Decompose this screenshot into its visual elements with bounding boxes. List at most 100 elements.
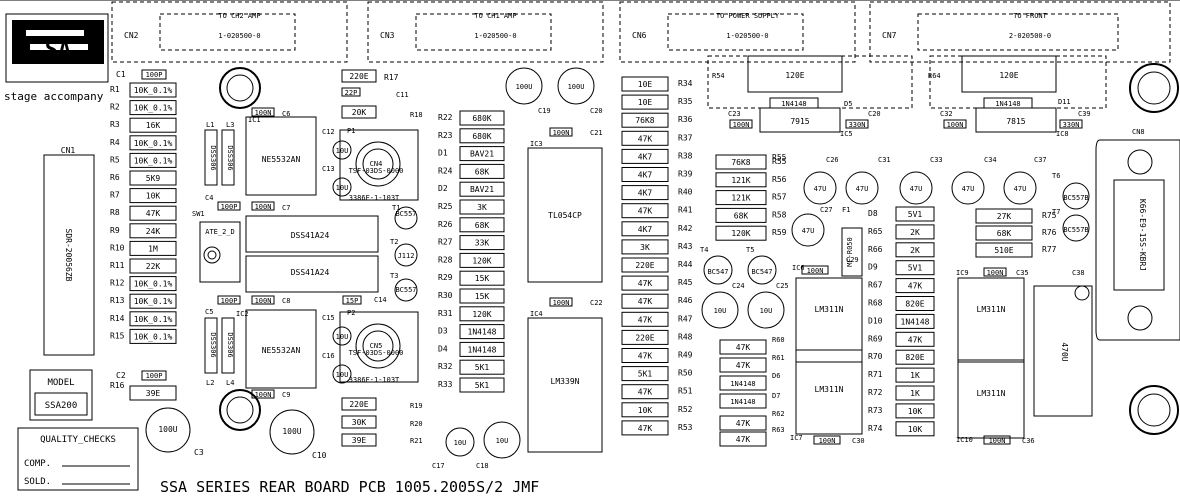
label: 10U <box>336 184 349 192</box>
label: C6 <box>282 110 290 118</box>
label: R66 <box>868 245 883 254</box>
capacitor <box>701 291 739 329</box>
label: 100U <box>568 83 585 91</box>
resistor-body <box>895 349 935 365</box>
resistor-value: 10E <box>638 80 653 89</box>
label: C20 <box>868 110 881 118</box>
label: L1 <box>206 121 214 129</box>
capacitor <box>557 67 595 105</box>
logo-mark: LGT <box>92 25 103 32</box>
label: R55 <box>772 157 787 166</box>
label: 22P <box>345 89 358 97</box>
resistor-body <box>129 188 177 204</box>
resistor-body <box>621 76 669 92</box>
label: DSS306 <box>226 145 234 170</box>
label: DSS41A24 <box>291 268 330 277</box>
connector-inner <box>159 13 296 51</box>
capacitor <box>747 291 785 329</box>
resistor-body <box>719 431 767 447</box>
label: 100N <box>947 121 964 129</box>
resistor-body <box>459 306 505 322</box>
label: DSS306 <box>209 332 217 357</box>
capacitor-pin <box>1074 285 1090 301</box>
connector-inner <box>667 13 804 51</box>
resistor-body <box>129 100 177 116</box>
label: P1 <box>347 127 355 135</box>
logo-frame <box>5 13 109 83</box>
resistor-body <box>719 393 767 409</box>
label: C24 <box>732 282 745 290</box>
transistor <box>1062 214 1090 242</box>
resistor-body <box>719 375 767 391</box>
label: 1K <box>910 389 920 398</box>
cap-box <box>342 295 362 305</box>
label: C17 <box>432 462 445 470</box>
resistor-body <box>747 55 843 93</box>
label: R67 <box>868 281 883 290</box>
label: 47U <box>814 185 827 193</box>
label: J112 <box>398 252 415 260</box>
resistor-ref: R38 <box>678 151 693 160</box>
resistor-body <box>895 296 935 311</box>
electrolytic-capacitor <box>269 409 315 455</box>
resistor-ref: R13 <box>110 296 125 305</box>
label: 39E <box>352 436 367 445</box>
label: R73 <box>868 406 883 415</box>
ic-outline <box>795 349 863 435</box>
label: 100P <box>221 297 238 305</box>
capacitor <box>505 67 543 105</box>
resistor-body <box>621 293 669 309</box>
potentiometer <box>355 141 401 187</box>
label: 68K <box>997 229 1012 238</box>
resistor-ref: R46 <box>678 296 693 305</box>
component-ref: R32 <box>438 362 453 371</box>
cap-box <box>1059 119 1083 129</box>
label: C8 <box>282 297 290 305</box>
label: 220E <box>349 72 368 81</box>
logo-letters: SA <box>45 38 72 63</box>
connector-outline <box>869 1 1171 63</box>
resistor-body <box>895 385 935 401</box>
label: 10U <box>760 307 773 315</box>
label: T7 <box>1052 208 1060 216</box>
component-value: 120K <box>472 310 491 319</box>
regulator-outline <box>707 55 913 109</box>
label: 47K <box>736 343 751 352</box>
capacitor <box>803 171 837 205</box>
component-ref: D1 <box>438 149 448 158</box>
resistor-body <box>459 288 505 304</box>
inductor <box>221 317 235 374</box>
label: 10U <box>336 147 349 155</box>
switch-outline <box>199 221 241 283</box>
mounting-hole <box>1127 305 1153 331</box>
label: R61 <box>772 354 785 362</box>
resistor-ref: R9 <box>110 226 120 235</box>
cap-box <box>983 435 1011 445</box>
capacitor <box>951 171 985 205</box>
resistor-body <box>961 55 1057 93</box>
ic-outline <box>957 359 1025 439</box>
label: C15 <box>322 314 335 322</box>
connector-outline <box>111 1 348 63</box>
resistor-body <box>129 385 177 401</box>
resistor-body <box>129 223 177 239</box>
resistor-body <box>129 276 177 292</box>
ic-outline <box>957 277 1025 363</box>
resistor-body <box>459 324 505 340</box>
connector-part-number: 1-020500-0 <box>474 32 516 40</box>
resistor-body <box>715 225 767 241</box>
resistor-value: 10K <box>638 406 653 415</box>
label: C33 <box>930 156 943 164</box>
logo-tagline: stage accompany <box>4 90 104 103</box>
resistor-value: 47K <box>638 424 653 433</box>
label: R70 <box>868 352 883 361</box>
resistor-ref: R1 <box>110 85 120 94</box>
resistor-value: 10K <box>146 192 161 201</box>
resistor-body <box>129 117 177 133</box>
resistor-body <box>715 190 767 206</box>
label: 10U <box>496 437 509 445</box>
component-ref: D2 <box>438 184 448 193</box>
cap-box <box>549 297 573 307</box>
resistor-ref: R5 <box>110 155 120 164</box>
model-box <box>29 369 93 421</box>
